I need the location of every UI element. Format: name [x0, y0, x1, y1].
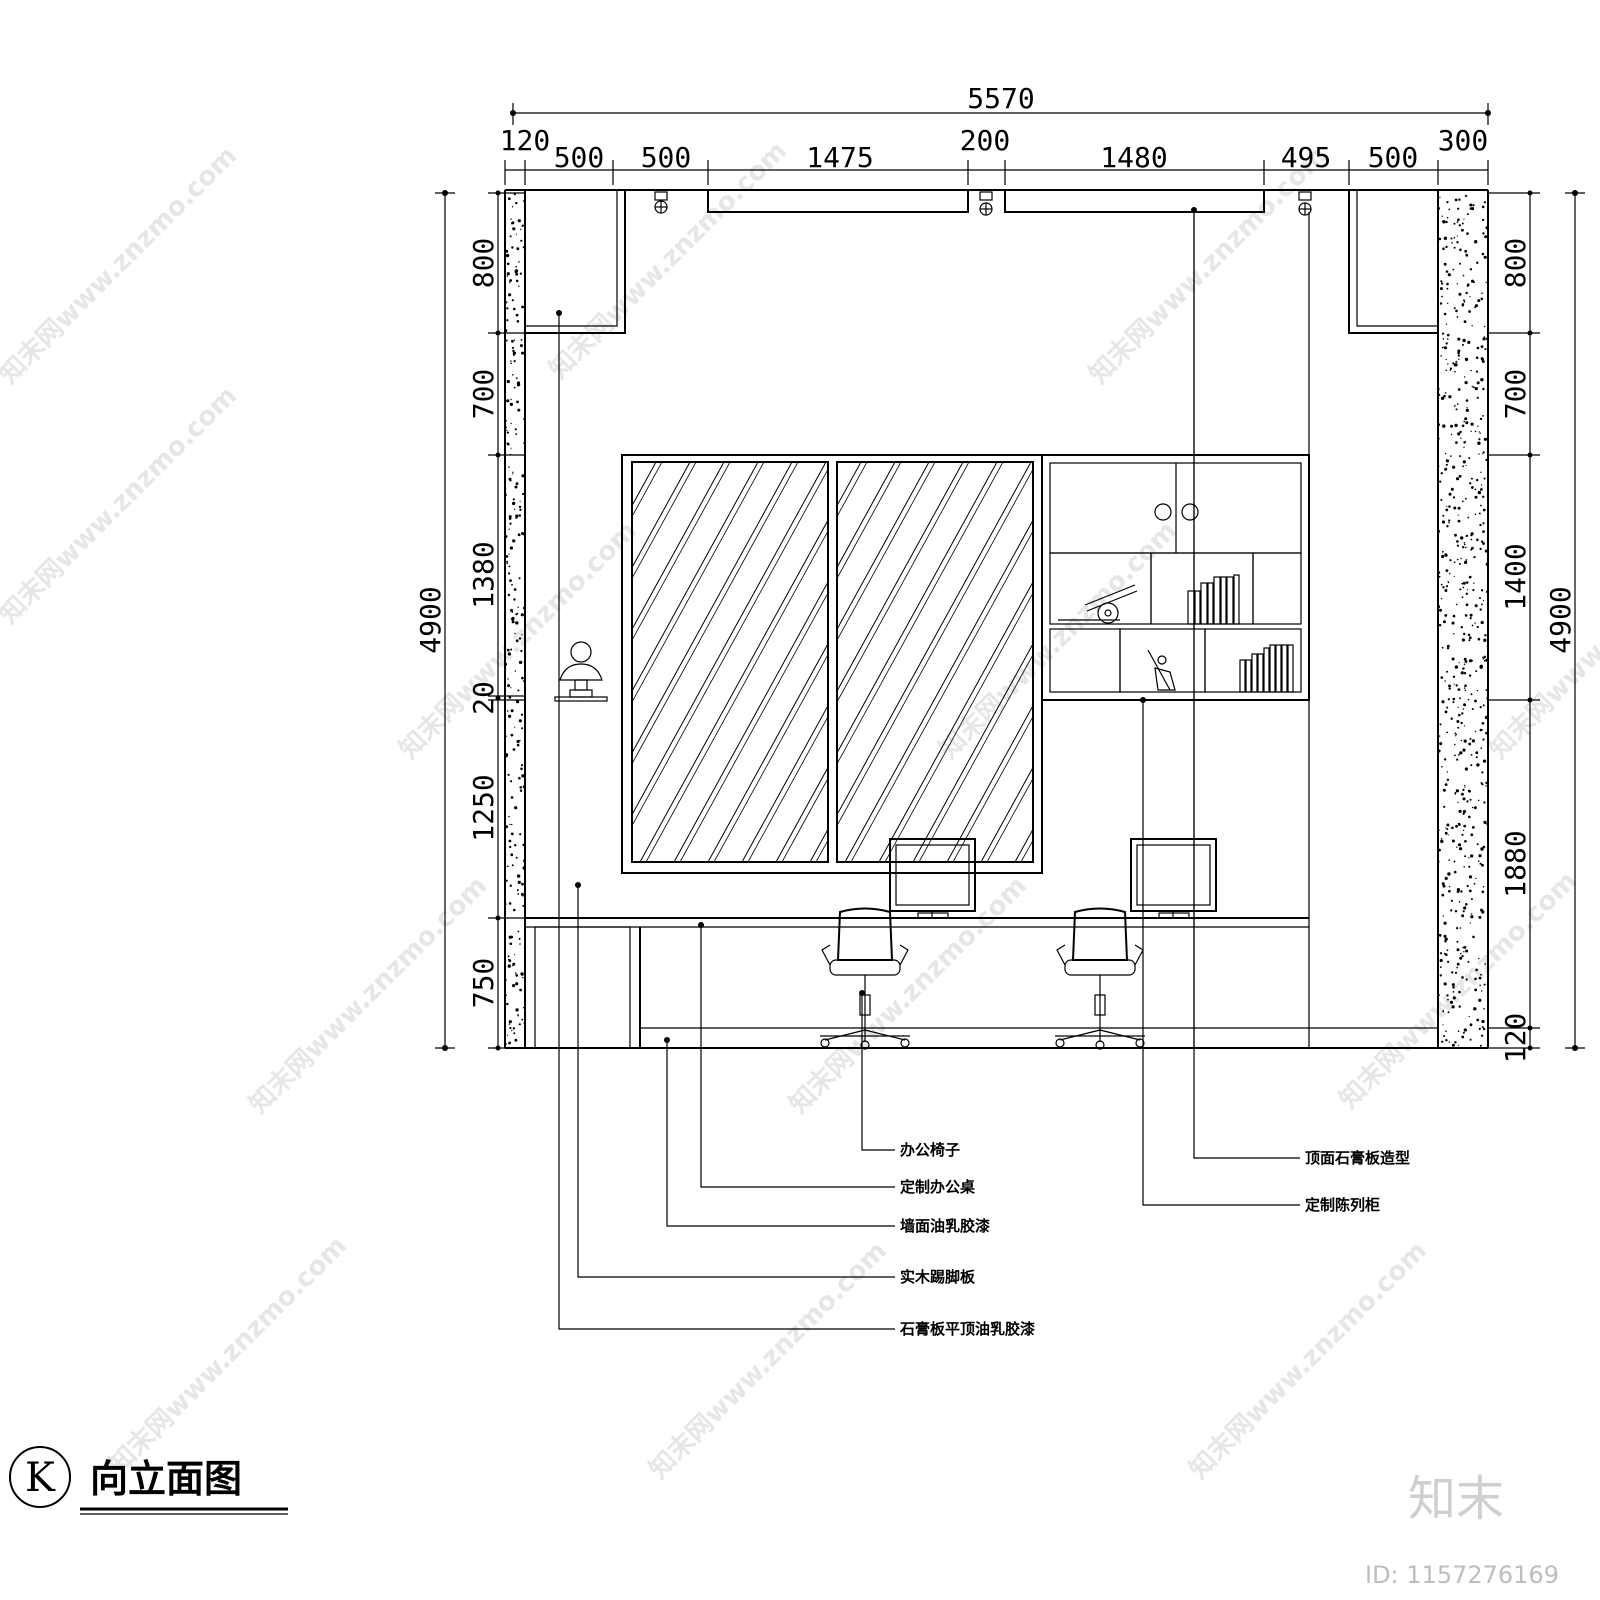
dimension-left-4: 20	[467, 681, 500, 715]
dimension-top-8: 500	[1368, 141, 1419, 174]
leader-lines	[556, 207, 1300, 1330]
dimension-left-6: 750	[467, 958, 500, 1009]
title-text: 向立面图	[90, 1457, 242, 1501]
watermark-text: 知末网www.znzmo.com	[0, 141, 243, 390]
dimension-left-total: 4900	[414, 586, 447, 653]
concrete-hatch-left	[505, 193, 525, 1045]
dimension-right-4: 1880	[1499, 830, 1532, 897]
custom-desk	[525, 917, 1438, 1049]
watermark-text: 知末网www.znzmo.com	[1334, 866, 1583, 1115]
dimension-left-5: 1250	[467, 774, 500, 841]
books	[1187, 574, 1294, 693]
dimension-top-1: 120	[500, 124, 551, 157]
label-custom-desk: 定制办公桌	[900, 1178, 976, 1196]
dimension-top-3: 500	[641, 141, 692, 174]
dimension-right-5: 120	[1499, 1013, 1532, 1064]
dimension-left-2: 700	[467, 369, 500, 420]
dimension-top-2: 500	[554, 141, 605, 174]
label-wood-skirting: 实木踢脚板	[900, 1268, 976, 1286]
ceiling-soffit-left	[525, 190, 626, 334]
ceiling-spotlight	[654, 191, 1312, 216]
watermark-layer: 知末网www.znzmo.com 知末网www.znzmo.com 知末网www…	[0, 136, 1600, 1485]
right-dimension-chain: 800 700 1400 1880 120 4900	[1488, 190, 1585, 1063]
watermark-text: 知末网www.znzmo.com	[784, 871, 1033, 1120]
dimension-top-7: 495	[1281, 141, 1332, 174]
display-cabinet	[1041, 454, 1310, 701]
monitor	[889, 838, 976, 919]
top-dimension-chain: 5570 120 500 500 1475 200 1480 495 500 3…	[500, 82, 1491, 185]
ceiling-gypsum-feature	[707, 190, 1265, 213]
dimension-total-width: 5570	[967, 82, 1034, 115]
ceiling-soffit-right	[1348, 190, 1438, 334]
watermark-text: 知末网www.znzmo.com	[244, 871, 493, 1120]
dimension-top-6: 1480	[1100, 141, 1167, 174]
figurine-ornament	[1147, 649, 1176, 691]
brand-logo-text: 知末	[1408, 1471, 1504, 1527]
title-letter: K	[25, 1455, 56, 1501]
material-labels: 办公椅子 定制办公桌 墙面油乳胶漆 实木踢脚板 石膏板平顶油乳胶漆 顶面石膏板造…	[899, 1141, 1410, 1338]
monitor	[1130, 838, 1217, 919]
image-id: ID: 1157276169	[1365, 1561, 1559, 1589]
dimension-right-3: 1400	[1499, 543, 1532, 610]
watermark-text: 知末网www.znzmo.com	[1184, 1236, 1433, 1485]
dimension-right-total: 4900	[1544, 586, 1577, 653]
cannon-ornament	[1058, 584, 1138, 624]
watermark-text: 知末网www.znzmo.com	[104, 1231, 353, 1480]
label-ceiling-feature: 顶面石膏板造型	[1305, 1149, 1410, 1167]
dimension-left-3: 1380	[467, 541, 500, 608]
office-chair	[820, 907, 910, 1050]
dimension-top-5: 200	[960, 124, 1011, 157]
dimension-right-1: 800	[1499, 238, 1532, 289]
watermark-text: 知末网www.znzmo.com	[1084, 141, 1333, 390]
label-office-chair: 办公椅子	[900, 1141, 960, 1159]
label-gypsum-ceiling: 石膏板平顶油乳胶漆	[899, 1320, 1035, 1338]
wall-panel-lines	[1193, 207, 1310, 1048]
left-dimension-chain: 4900 800 700 1380 20 1250 750	[414, 190, 525, 1051]
watermark-text: 知末网www.znzmo.com	[0, 381, 243, 630]
dimension-top-9: 300	[1438, 124, 1489, 157]
dimension-left-1: 800	[467, 238, 500, 289]
watermark-text: 知末网www.znzmo.com	[644, 1236, 893, 1485]
label-wall-paint: 墙面油乳胶漆	[900, 1217, 990, 1235]
glass-partition	[621, 454, 1043, 874]
concrete-hatch-right	[1438, 194, 1488, 1047]
dimension-top-4: 1475	[806, 141, 873, 174]
label-display-cabinet: 定制陈列柜	[1305, 1196, 1380, 1214]
bust-sculpture	[554, 641, 608, 702]
drawing-title: K 向立面图	[9, 1446, 288, 1515]
dimension-right-2: 700	[1499, 369, 1532, 420]
